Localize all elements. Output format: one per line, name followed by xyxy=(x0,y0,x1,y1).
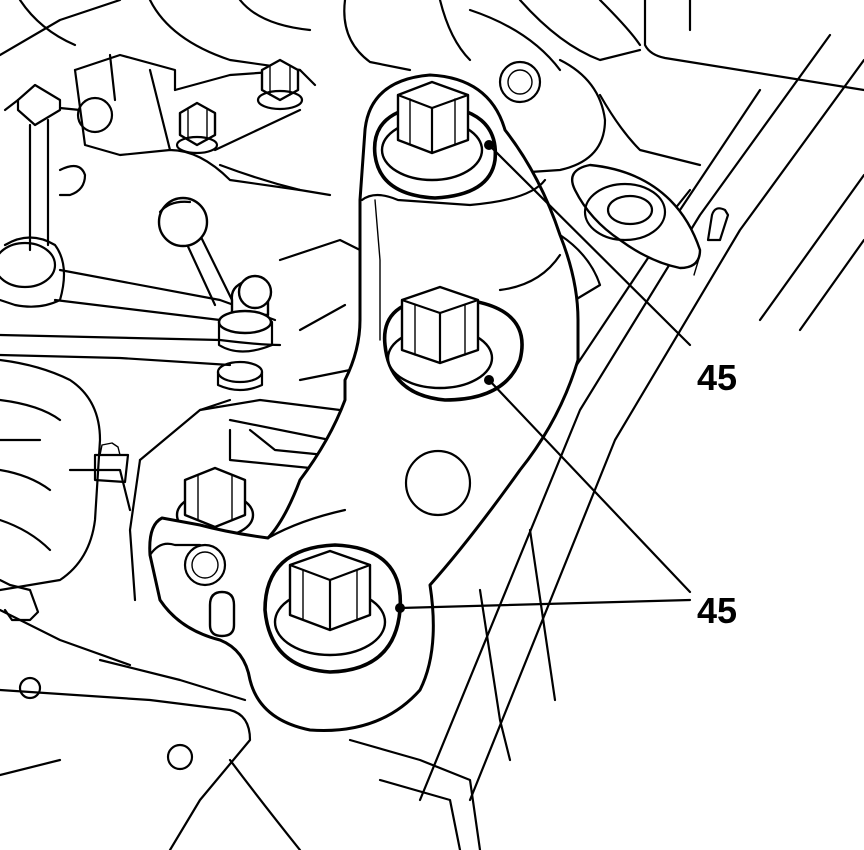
callout-label-lower: 45 xyxy=(697,590,737,631)
bolt-middle-icon xyxy=(382,285,524,402)
callout-leaders xyxy=(395,140,692,613)
small-bolt-1-icon xyxy=(256,58,304,111)
bolt-top-icon xyxy=(372,80,498,200)
bolt-bottom-icon xyxy=(263,543,403,674)
small-bolt-2-icon xyxy=(175,101,219,155)
mounting-bracket xyxy=(148,73,580,762)
callout-label-upper: 45 xyxy=(697,357,737,398)
